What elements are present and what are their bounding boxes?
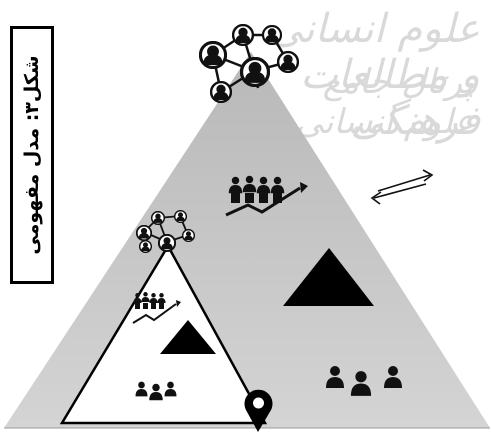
triangle-icon: [160, 320, 216, 354]
figure-caption-box: شکل۳: مدل مفهومی: [10, 26, 54, 284]
figure-caption: شکل۳: مدل مفهومی: [21, 55, 43, 255]
watermark-line-2: پرتال جامع علوم انسانی: [295, 62, 474, 142]
team-growth-icon: [225, 175, 308, 217]
triangle-icon: [283, 248, 374, 306]
bidirectional-arrows-icon: [370, 169, 434, 205]
network-icon: [136, 210, 195, 253]
watermark: علوم انسانی و مطالعات فرهنگی پرتال جامع …: [270, 0, 490, 150]
network-icon: [199, 24, 299, 103]
location-pin-icon: [244, 389, 273, 432]
outer-pyramid: [4, 52, 490, 428]
inner-pyramid: [59, 243, 268, 425]
watermark-line-1: علوم انسانی و مطالعات فرهنگی: [270, 6, 480, 144]
team-growth-icon: [132, 292, 181, 324]
